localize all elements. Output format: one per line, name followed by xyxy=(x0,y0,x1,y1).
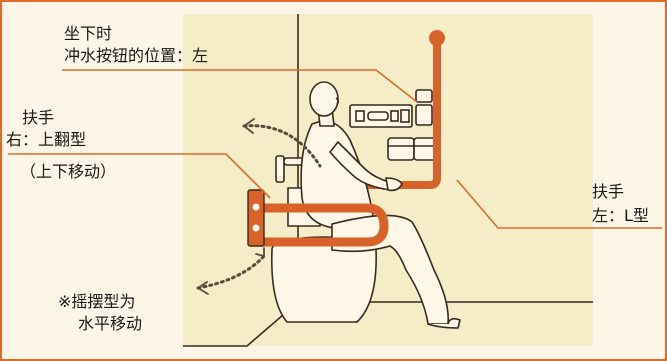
swing-type-note: ※摇摆型为 xyxy=(58,292,136,311)
right-handrail-type: 右：上翻型 xyxy=(6,130,87,149)
flush-position-label: 冲水按钮的位置：左 xyxy=(64,46,209,65)
flush-control-panel xyxy=(349,89,433,128)
paper-holder xyxy=(387,137,441,161)
flip-up-handrail xyxy=(247,189,389,247)
left-handrail-title: 扶手 xyxy=(592,182,625,201)
right-handrail-note: （上下移动） xyxy=(20,162,117,181)
horizontal-move-note: 水平移动 xyxy=(78,314,143,333)
motion-arrowheads xyxy=(197,118,265,295)
handrail-mount-top xyxy=(429,30,445,46)
flush-title: 坐下时 xyxy=(64,24,113,43)
left-handrail-type: 左：L型 xyxy=(592,206,649,225)
right-handrail-title: 扶手 xyxy=(22,108,55,127)
l-type-handrail xyxy=(348,38,441,189)
motion-arrows xyxy=(196,124,322,290)
callout-lines xyxy=(8,69,662,229)
